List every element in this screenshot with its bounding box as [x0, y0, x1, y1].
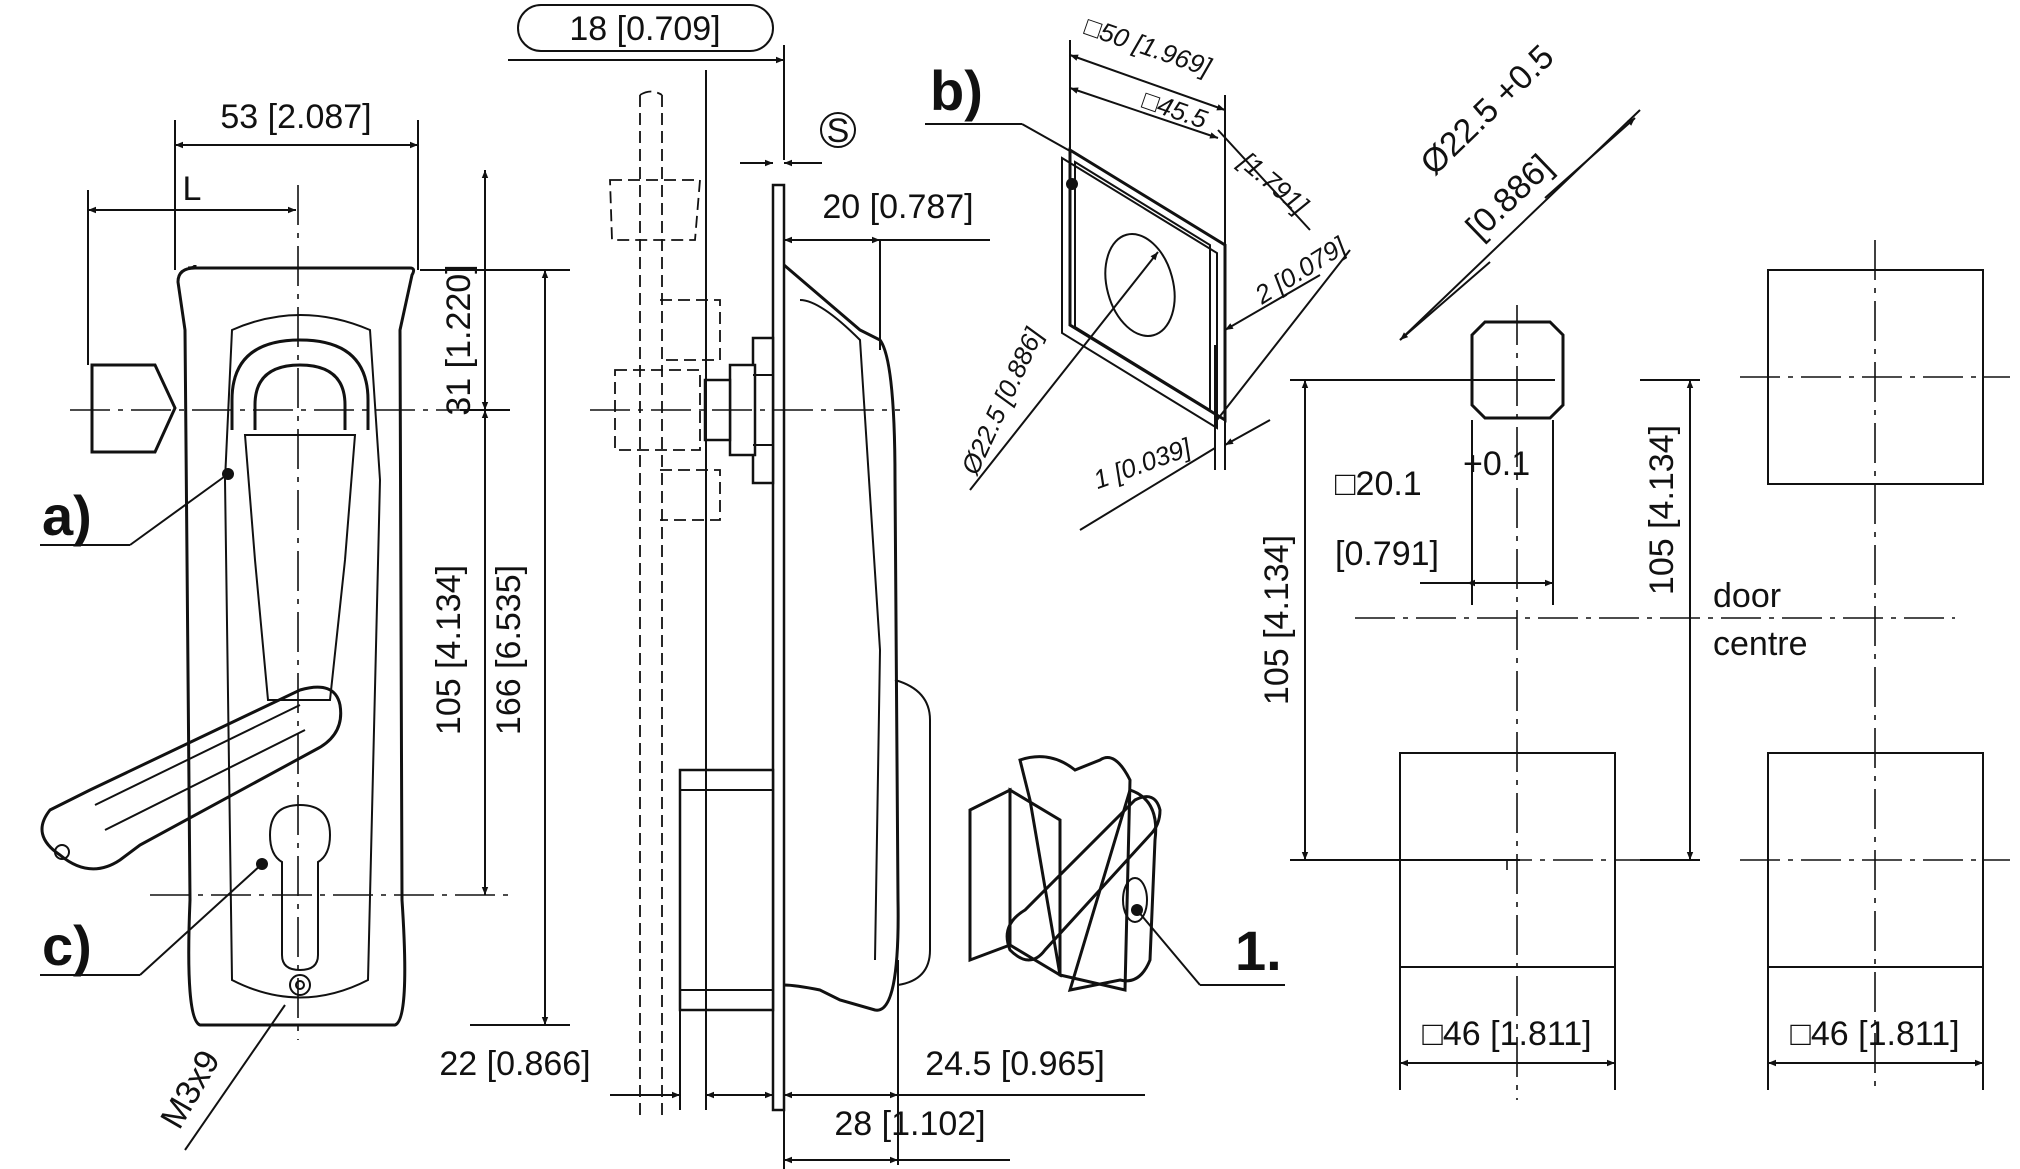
cutout-view — [1290, 109, 2010, 1100]
thread-label: M3x9 — [153, 1044, 227, 1135]
dim-sq455-b: [1.791] — [1233, 145, 1315, 220]
front-dimensions — [40, 120, 570, 1151]
dim-sq46-left: □46 [1.811] — [1422, 1015, 1591, 1053]
svg-text:S: S — [827, 112, 850, 150]
annotation-text: 53 [2.087] L 31 [1.220] 105 [4.134] 166 … — [42, 4, 1960, 1143]
label-1: 1. — [1235, 919, 1282, 982]
dim-h166: 166 [6.535] — [490, 565, 528, 735]
label-door: door — [1713, 577, 1781, 615]
dim-d245: 24.5 [0.965] — [925, 1045, 1105, 1083]
dim-w18: 18 [0.709] — [569, 10, 720, 48]
dim-sq50: □50 [1.969] — [1081, 11, 1216, 82]
s-symbol: S — [820, 112, 856, 150]
dim-sq46-right: □46 [1.811] — [1790, 1015, 1959, 1053]
dim-w53: 53 [2.087] — [220, 98, 371, 136]
label-c: c) — [42, 914, 92, 977]
dim-pitch105-left: 105 [4.134] — [1258, 535, 1296, 705]
dim-d20: 20 [0.787] — [822, 188, 973, 226]
label-a: a) — [42, 484, 92, 547]
dim-w18-box — [517, 4, 774, 52]
label-centre: centre — [1713, 625, 1808, 663]
label-b: b) — [930, 59, 983, 122]
dim-h105-front: 105 [4.134] — [430, 565, 468, 735]
dim-h31: 31 [1.220] — [440, 264, 478, 415]
side-view — [508, 45, 1145, 1169]
front-view — [40, 185, 510, 1040]
iso-view — [968, 755, 1285, 992]
label-L: L — [183, 170, 202, 208]
dim-d28: 28 [1.102] — [834, 1105, 985, 1143]
dim-dia225-gasket: Ø22.5 [0.886] — [955, 323, 1050, 480]
dim-tol01: +0.1 — [1463, 445, 1530, 483]
dim-sq201: □20.1 — [1335, 465, 1422, 503]
dim-pitch105-right: 105 [4.134] — [1643, 425, 1681, 595]
gasket-view — [925, 40, 1351, 531]
dim-in0791: [0.791] — [1335, 535, 1439, 573]
dim-d22: 22 [0.866] — [439, 1045, 590, 1083]
dim-t1: 1 [0.039] — [1089, 432, 1195, 495]
dim-t2: 2 [0.079] — [1249, 230, 1352, 310]
